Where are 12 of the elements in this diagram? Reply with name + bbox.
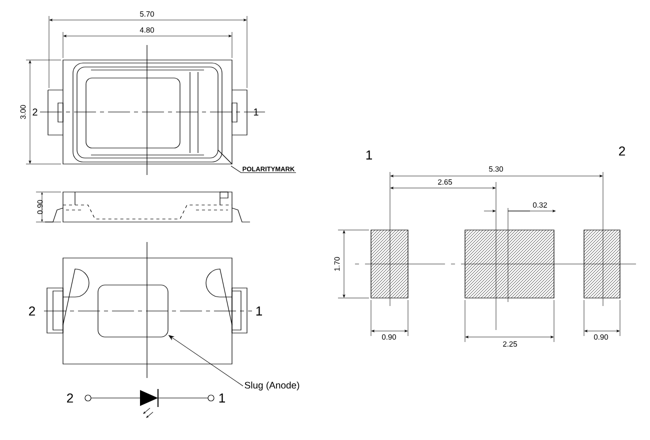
pin-number: 2 bbox=[619, 146, 625, 156]
arrow bbox=[168, 335, 244, 386]
callout-text: Slug (Anode) bbox=[244, 382, 300, 390]
pin-number: 2 bbox=[67, 393, 73, 403]
pin-number: 1 bbox=[254, 108, 258, 116]
slug-pad bbox=[98, 284, 168, 338]
pin-number: 1 bbox=[366, 150, 372, 160]
pin-number: 2 bbox=[32, 108, 38, 116]
pin-number: 2 bbox=[29, 306, 35, 316]
pin-number: 1 bbox=[256, 306, 262, 316]
leader-line bbox=[230, 166, 296, 173]
pin-number: 1 bbox=[219, 394, 225, 402]
